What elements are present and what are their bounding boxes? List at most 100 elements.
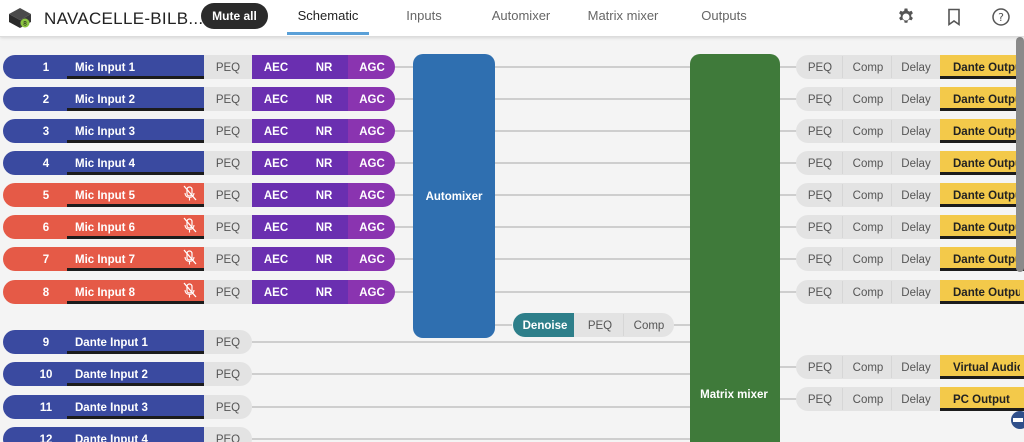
- nr-block[interactable]: [300, 247, 348, 271]
- agc-block[interactable]: [348, 119, 395, 143]
- input-channel-chip[interactable]: [3, 119, 204, 143]
- peq-block[interactable]: [204, 87, 252, 111]
- tab-matrix-mixer[interactable]: Matrix mixer: [587, 8, 659, 23]
- peq-block[interactable]: [796, 55, 843, 79]
- agc-block[interactable]: [348, 247, 395, 271]
- mic-muted-icon[interactable]: [183, 217, 197, 233]
- delay-block[interactable]: [892, 87, 940, 111]
- input-channel-chip[interactable]: [3, 427, 204, 442]
- peq-block[interactable]: [796, 355, 843, 379]
- peq-block[interactable]: [796, 387, 843, 411]
- peq-block[interactable]: [204, 427, 252, 442]
- peq-block[interactable]: [204, 247, 252, 271]
- peq-block[interactable]: [204, 183, 252, 207]
- comp-block[interactable]: [843, 151, 892, 175]
- gear-icon[interactable]: [896, 7, 916, 27]
- nr-block[interactable]: [300, 280, 348, 304]
- vertical-scrollbar[interactable]: [1016, 37, 1024, 272]
- mic-muted-icon[interactable]: [183, 249, 197, 265]
- denoise-block[interactable]: [513, 313, 574, 337]
- output-channel-chip[interactable]: [940, 55, 1024, 79]
- input-channel-chip[interactable]: [3, 330, 204, 354]
- peq-block[interactable]: [796, 280, 843, 304]
- aec-block[interactable]: [252, 215, 300, 239]
- input-channel-chip[interactable]: [3, 151, 204, 175]
- delay-block[interactable]: [892, 247, 940, 271]
- delay-block[interactable]: [892, 119, 940, 143]
- input-channel-chip[interactable]: [3, 280, 204, 304]
- peq-block[interactable]: [796, 247, 843, 271]
- comp-block[interactable]: [624, 313, 674, 337]
- aec-block[interactable]: [252, 119, 300, 143]
- delay-block[interactable]: [892, 280, 940, 304]
- comp-block[interactable]: [843, 119, 892, 143]
- aec-block[interactable]: [252, 151, 300, 175]
- nr-block[interactable]: [300, 119, 348, 143]
- peq-block[interactable]: [204, 395, 252, 419]
- output-channel-chip[interactable]: [940, 215, 1024, 239]
- input-channel-chip[interactable]: [3, 247, 204, 271]
- peq-block[interactable]: [796, 151, 843, 175]
- aec-block[interactable]: [252, 87, 300, 111]
- agc-block[interactable]: [348, 280, 395, 304]
- peq-block[interactable]: [796, 183, 843, 207]
- peq-block[interactable]: [204, 215, 252, 239]
- output-channel-chip[interactable]: [940, 355, 1024, 379]
- peq-block[interactable]: [796, 215, 843, 239]
- agc-block[interactable]: [348, 215, 395, 239]
- peq-block[interactable]: [796, 87, 843, 111]
- tab-outputs[interactable]: Outputs: [701, 8, 747, 23]
- agc-block[interactable]: [348, 183, 395, 207]
- output-channel-chip[interactable]: [940, 151, 1024, 175]
- peq-block[interactable]: [574, 313, 624, 337]
- comp-block[interactable]: [843, 355, 892, 379]
- delay-block[interactable]: [892, 215, 940, 239]
- output-channel-chip[interactable]: [940, 87, 1024, 111]
- output-channel-chip[interactable]: [940, 387, 1024, 411]
- aec-block[interactable]: [252, 280, 300, 304]
- comp-block[interactable]: [843, 387, 892, 411]
- input-channel-chip[interactable]: [3, 395, 204, 419]
- bookmark-icon[interactable]: [944, 7, 964, 27]
- comp-block[interactable]: [843, 55, 892, 79]
- peq-block[interactable]: [204, 151, 252, 175]
- input-channel-chip[interactable]: [3, 215, 204, 239]
- aec-block[interactable]: [252, 247, 300, 271]
- peq-block[interactable]: [204, 55, 252, 79]
- agc-block[interactable]: [348, 55, 395, 79]
- nr-block[interactable]: [300, 183, 348, 207]
- mute-all-button[interactable]: Mute all: [201, 3, 268, 29]
- output-channel-chip[interactable]: [940, 183, 1024, 207]
- input-channel-chip[interactable]: [3, 183, 204, 207]
- peq-block[interactable]: [204, 119, 252, 143]
- agc-block[interactable]: [348, 87, 395, 111]
- input-channel-chip[interactable]: [3, 87, 204, 111]
- delay-block[interactable]: [892, 355, 940, 379]
- matrix-mixer-block[interactable]: Matrix mixer: [690, 54, 780, 442]
- nr-block[interactable]: [300, 87, 348, 111]
- delay-block[interactable]: [892, 387, 940, 411]
- nr-block[interactable]: [300, 215, 348, 239]
- device-name[interactable]: NAVACELLE-BILB...: [44, 9, 204, 28]
- tab-automixer[interactable]: Automixer: [491, 8, 551, 23]
- aec-block[interactable]: [252, 183, 300, 207]
